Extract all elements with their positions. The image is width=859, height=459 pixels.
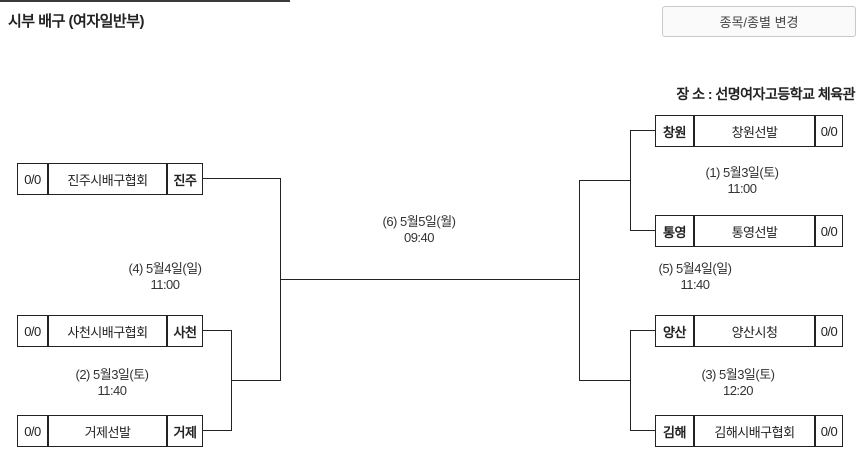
connector-line xyxy=(630,430,655,431)
team-box-geoje: 0/0 거제선발 거제 xyxy=(17,415,203,447)
score-cell: 0/0 xyxy=(24,171,41,187)
match-time: 11:00 xyxy=(150,277,180,292)
connector-line xyxy=(630,130,655,131)
match-label-5: (5) 5월4일(일) 11:40 xyxy=(658,261,733,293)
team-name: 김해시배구협회 xyxy=(693,416,814,446)
match-time: 11:40 xyxy=(680,277,710,292)
match-date: (2) 5월3일(토) xyxy=(75,367,150,382)
team-box-jinju: 0/0 진주시배구협회 진주 xyxy=(17,163,203,195)
team-box-yangsan: 양산 양산시청 0/0 xyxy=(655,315,843,347)
match-time: 11:40 xyxy=(97,383,127,398)
connector-line xyxy=(579,180,580,381)
region-name: 사천 xyxy=(166,316,202,346)
score-cell: 0/0 xyxy=(814,216,842,246)
connector-line xyxy=(203,430,232,431)
team-name: 진주시배구협회 xyxy=(47,164,166,194)
match-label-2: (2) 5월3일(토) 11:40 xyxy=(75,367,150,399)
match-date: (6) 5월5일(월) xyxy=(382,214,457,229)
match-time: 09:40 xyxy=(403,230,435,245)
connector-line xyxy=(630,230,655,231)
match-label-1: (1) 5월3일(토) 11:00 xyxy=(705,165,780,197)
team-name: 거제선발 xyxy=(47,416,166,446)
connector-line xyxy=(280,279,580,280)
match-time: 11:00 xyxy=(727,181,757,196)
region-name: 진주 xyxy=(166,164,202,194)
score-cell: 0/0 xyxy=(24,423,41,439)
match-label-3: (3) 5월3일(토) 12:20 xyxy=(701,367,776,399)
connector-line xyxy=(231,380,281,381)
team-name: 창원선발 xyxy=(693,116,814,146)
connector-line xyxy=(579,380,631,381)
team-box-changwon: 창원 창원선발 0/0 xyxy=(655,115,843,147)
region-name: 양산 xyxy=(663,324,686,340)
score-cell: 0/0 xyxy=(814,116,842,146)
region-name: 거제 xyxy=(166,416,202,446)
team-name: 통영선발 xyxy=(693,216,814,246)
team-box-sacheon: 0/0 사천시배구협회 사천 xyxy=(17,315,203,347)
connector-line xyxy=(203,178,281,179)
match-date: (5) 5월4일(일) xyxy=(658,261,733,276)
score-cell: 0/0 xyxy=(24,323,41,339)
team-name: 양산시청 xyxy=(693,316,814,346)
score-cell: 0/0 xyxy=(814,316,842,346)
change-event-button[interactable]: 종목/종별 변경 xyxy=(662,6,856,37)
match-time: 12:20 xyxy=(722,383,754,398)
match-label-4: (4) 5월4일(일) 11:00 xyxy=(128,261,203,293)
team-box-tongyeong: 통영 통영선발 0/0 xyxy=(655,215,843,247)
venue-label: 장 소 : 선명여자고등학교 체육관 xyxy=(676,86,855,102)
connector-line xyxy=(579,180,631,181)
page-title: 시부 배구 (여자일반부) xyxy=(8,13,145,30)
region-name: 창원 xyxy=(663,124,686,140)
team-name: 사천시배구협회 xyxy=(47,316,166,346)
region-name: 김해 xyxy=(663,424,686,440)
region-name: 통영 xyxy=(663,224,686,240)
top-edge-line xyxy=(0,0,290,2)
match-date: (3) 5월3일(토) xyxy=(701,367,776,382)
match-date: (1) 5월3일(토) xyxy=(705,165,780,180)
score-cell: 0/0 xyxy=(814,416,842,446)
connector-line xyxy=(203,330,232,331)
team-box-gimhae: 김해 김해시배구협회 0/0 xyxy=(655,415,843,447)
match-date: (4) 5월4일(일) xyxy=(128,261,203,276)
connector-line xyxy=(630,330,655,331)
match-label-6: (6) 5월5일(월) 09:40 xyxy=(382,214,457,246)
